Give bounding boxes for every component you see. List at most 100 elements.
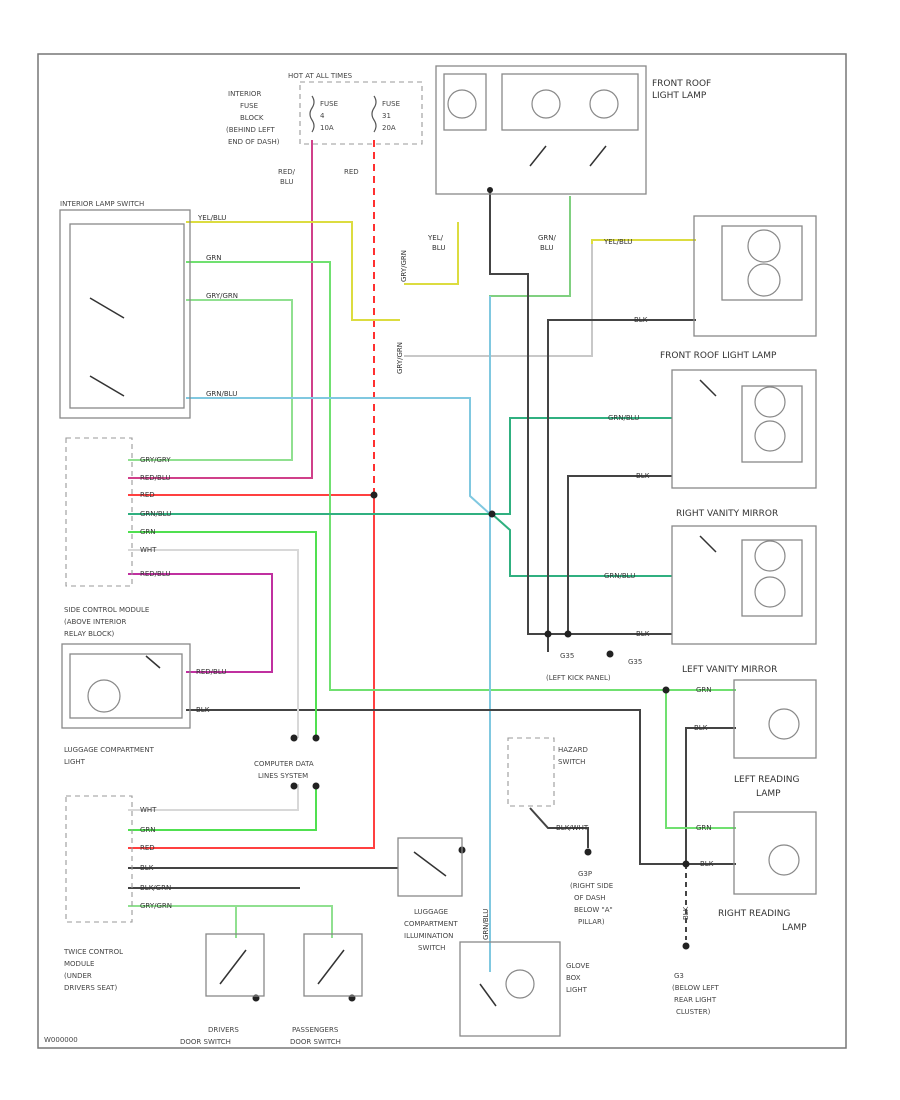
- right-vanity-label: RIGHT VANITY MIRROR: [676, 509, 778, 519]
- upper-lamp-bulb-2: [747, 263, 781, 297]
- tag-sc-wire-6: WHT: [140, 546, 157, 554]
- junction-dots: [252, 187, 690, 1002]
- glove-box-label-3: LIGHT: [566, 986, 588, 994]
- right-vanity-switch: [699, 535, 717, 553]
- wire-red-blu-luggage: [128, 573, 273, 673]
- right-reading-label-2: LAMP: [782, 923, 807, 933]
- twice-label-4: DRIVERS SEAT): [64, 984, 117, 992]
- roof2-bulb-2: [754, 420, 786, 452]
- tag-twice-wire-3: RED: [140, 844, 155, 852]
- tag-grn-switch: GRN: [206, 254, 222, 262]
- interior-fuse-block: HOT AT ALL TIMES INTERIOR FUSE BLOCK (BE…: [226, 72, 423, 186]
- diagram-id: W000000: [44, 1036, 78, 1044]
- junction-blk-reading: [682, 860, 690, 868]
- fuse-block-label-1: INTERIOR: [228, 90, 261, 98]
- wire-grn-blu-switch: [186, 397, 491, 515]
- wire-gry-bus: [404, 244, 593, 357]
- computer-data-label-2: LINES SYSTEM: [258, 772, 308, 780]
- roof2-switch: [699, 379, 717, 397]
- junction-grn-blu: [488, 510, 496, 518]
- diagram-border: [37, 53, 847, 1049]
- twice-control-module: TWICE CONTROL MODULE (UNDER DRIVERS SEAT…: [63, 795, 133, 992]
- roof-switch-1: [529, 145, 547, 167]
- fuse-block-outline: [299, 81, 423, 145]
- tag-yel-blu-roof-2: BLU: [432, 244, 445, 252]
- left-reading-label-1: LEFT READING: [734, 775, 799, 785]
- tag-sc-wire-1: GRY/GRY: [140, 456, 171, 464]
- wire-blk-upper-lamp: [547, 319, 696, 634]
- g3p-label: G3P: [578, 870, 592, 878]
- luggage-switch-label-4: SWITCH: [418, 944, 445, 952]
- roof-lamp-bulb-1: [447, 89, 477, 119]
- fuse-block-label-3: BLOCK: [240, 114, 264, 122]
- tag-hazard-blk-wht: BLK/WHT: [556, 824, 589, 832]
- luggage-switch-label-3: ILLUMINATION: [404, 932, 453, 940]
- fuse-block-label-4: (BEHIND LEFT: [226, 126, 275, 134]
- tag-gry-grn-switch: GRY/GRN: [206, 292, 238, 300]
- wire-wht-sc: [128, 549, 299, 738]
- wire-wht-twice: [128, 784, 299, 811]
- wire-grn-right-reading: [665, 690, 736, 829]
- wire-yel-blu-switch: [186, 221, 400, 321]
- fuse-block-label-5: END OF DASH): [228, 138, 280, 146]
- right-upper-lamp: [693, 215, 817, 337]
- drivers-door-label-1: DRIVERS: [208, 1026, 239, 1034]
- tag-grn-right-reading: GRN: [696, 824, 712, 832]
- tag-grn-blu-roof2: GRN/BLU: [608, 414, 639, 422]
- tag-gry-grn-vertical-2: GRY/GRN: [396, 342, 404, 374]
- interior-switch-label: INTERIOR LAMP SWITCH: [60, 200, 144, 208]
- roof-lamp-bulb-2: [531, 89, 561, 119]
- wire-red-blu-main: [128, 140, 313, 479]
- fuse-b-number: 31: [382, 112, 391, 120]
- luggage-light-label-2: LIGHT: [64, 758, 86, 766]
- junction-blk-1: [544, 630, 552, 638]
- tag-yel-blu-lamp: YEL/BLU: [603, 238, 632, 246]
- side-control-module: SIDE CONTROL MODULE (ABOVE INTERIOR RELA…: [64, 437, 149, 638]
- wire-grn-sc: [128, 531, 317, 738]
- tag-twice-wire-1: WHT: [140, 806, 157, 814]
- wire-blk-luggage: [186, 709, 736, 865]
- computer-data-label-1: COMPUTER DATA: [254, 760, 314, 768]
- fuse-b-label: FUSE: [382, 100, 400, 108]
- fuse-b-rating: 20A: [382, 124, 396, 132]
- luggage-switch-label-1: LUGGAGE: [414, 908, 448, 916]
- wire-grn-blu-vertical: [489, 196, 571, 970]
- sc-module-label-3: RELAY BLOCK): [64, 630, 115, 638]
- tag-sc-wire-2: RED/BLU: [140, 474, 171, 482]
- tag-blk-roof2: BLK: [636, 472, 650, 480]
- tag-luggage-blk: BLK: [196, 706, 210, 714]
- twice-label-1: TWICE CONTROL: [63, 948, 123, 956]
- g3-location-1: (BELOW LEFT: [672, 984, 719, 992]
- luggage-switch-contact: [145, 655, 161, 669]
- wire-label-red: RED: [344, 168, 359, 176]
- fuse-a-symbol: [309, 95, 315, 133]
- junction-roof-blk: [487, 187, 493, 193]
- roof-lamp-bulb-3: [589, 89, 619, 119]
- computer-data-lines: COMPUTER DATA LINES SYSTEM: [254, 760, 314, 780]
- g3p-location-4: PILLAR): [578, 918, 605, 926]
- drivers-door-switch: DRIVERS DOOR SWITCH: [180, 933, 265, 1046]
- luggage-switch-label-2: COMPARTMENT: [404, 920, 458, 928]
- tag-twice-wire-5: BLK/GRN: [140, 884, 171, 892]
- tag-yel-blu-roof-1: YEL/: [427, 234, 444, 242]
- passengers-door-label-1: PASSENGERS: [292, 1026, 339, 1034]
- glove-box-label-2: BOX: [566, 974, 581, 982]
- twice-module-outline: [65, 795, 133, 923]
- g3-location-3: CLUSTER): [676, 1008, 711, 1016]
- left-vanity-bulb: [768, 708, 800, 740]
- twice-label-2: MODULE: [64, 960, 94, 968]
- upper-lamp-bulb-1: [747, 229, 781, 263]
- left-reading-label-2: LAMP: [756, 789, 781, 799]
- passengers-door-switch: PASSENGERS DOOR SWITCH: [290, 933, 363, 1046]
- wire-label-red-blu-1: RED/: [278, 168, 296, 176]
- wire-gry-grn-switch: [128, 299, 293, 461]
- hazard-label-1: HAZARD: [558, 746, 588, 754]
- wire-gry-grn-drivers: [128, 905, 237, 938]
- tag-luggage-red-blu: RED/BLU: [196, 668, 227, 676]
- wire-grn-twice: [128, 784, 317, 831]
- hazard-switch: HAZARD SWITCH: [507, 737, 588, 807]
- wire-layer: [128, 140, 736, 972]
- fuse-block-label-2: FUSE: [240, 102, 258, 110]
- ground-labels: G35 (LEFT KICK PANEL) G35 G3P (RIGHT SID…: [44, 652, 719, 1044]
